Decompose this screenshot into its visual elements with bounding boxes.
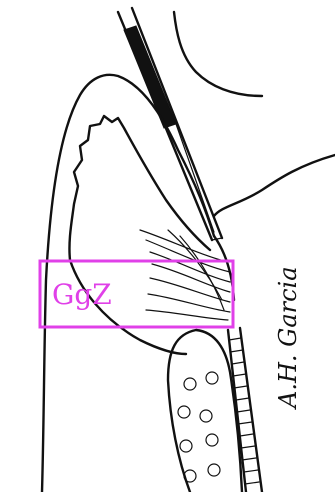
author-signature: A.H. Garcia (274, 266, 302, 410)
gingival-fibers (140, 230, 230, 320)
periodontal-ligament (228, 328, 262, 492)
ggz-label: GgZ (52, 278, 112, 311)
